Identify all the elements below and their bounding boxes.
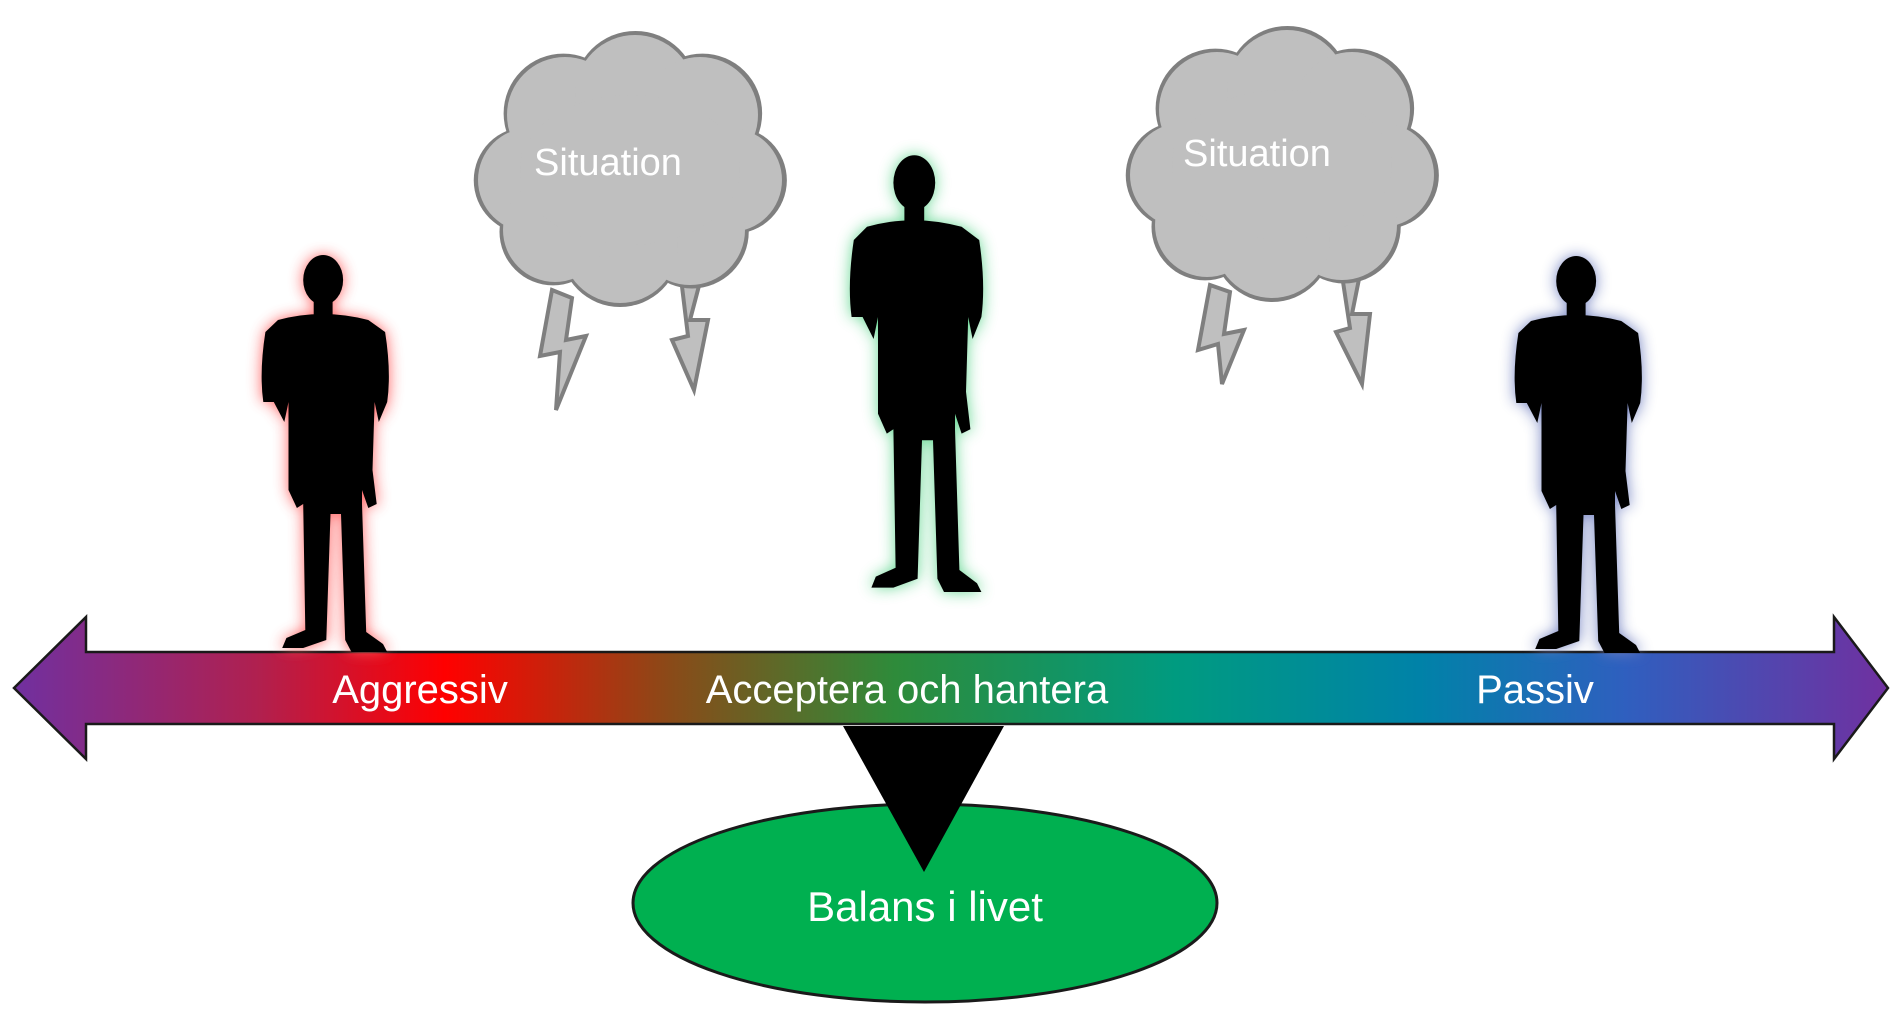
cloud-label-right: Situation: [1183, 133, 1331, 175]
outcome-label: Balans i livet: [807, 883, 1043, 930]
balanced-person-figure: [849, 155, 984, 593]
lightning-bolt-icon: [537, 266, 711, 411]
spectrum-label-aggressive: Aggressiv: [332, 668, 508, 712]
cloud-label-left: Situation: [534, 142, 682, 184]
balance-outcome: Balans i livet: [631, 802, 1219, 1004]
situation-cloud-right: Situation: [1125, 25, 1439, 391]
pointer-triangle: [843, 726, 1004, 872]
spectrum-arrow: [12, 613, 1890, 763]
aggressive-person-figure: [261, 255, 389, 652]
situation-cloud-left: Situation: [473, 30, 787, 411]
spectrum-label-passive: Passiv: [1476, 668, 1594, 712]
passive-person-figure: [1514, 256, 1642, 653]
spectrum-label-accept: Acceptera och hantera: [706, 668, 1109, 712]
